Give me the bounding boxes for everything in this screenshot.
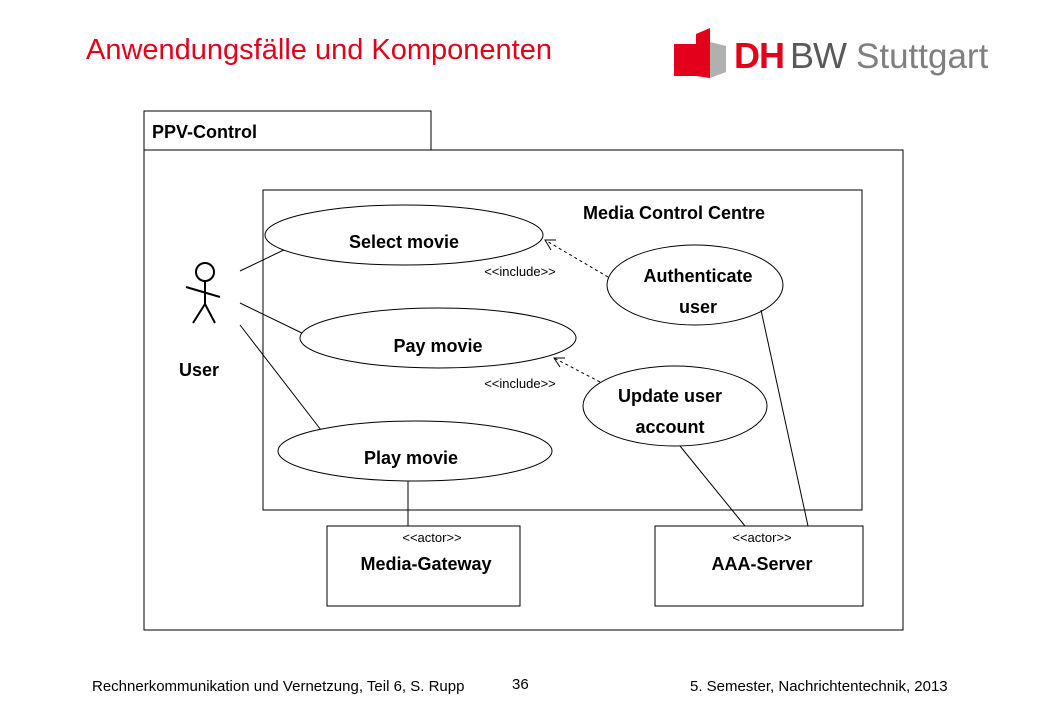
include-label-1: <<include>> bbox=[484, 264, 556, 279]
usecase-play-movie bbox=[277, 420, 553, 482]
subsystem-label: Media Control Centre bbox=[583, 203, 765, 223]
include-arrowhead-2 bbox=[553, 357, 565, 368]
assoc-user-select bbox=[239, 246, 291, 272]
include-arrowhead-1 bbox=[544, 239, 556, 251]
usecase-authenticate-label-line1: Authenticate bbox=[643, 266, 752, 286]
footer-page-number: 36 bbox=[512, 676, 529, 693]
usecase-pay-movie-label: Pay movie bbox=[393, 336, 482, 356]
subsystem-boundary bbox=[262, 189, 863, 511]
actor-media-gateway bbox=[326, 525, 521, 607]
dhbw-logo: DH BW Stuttgart bbox=[672, 28, 992, 84]
page-title: Anwendungsfälle und Komponenten bbox=[86, 34, 552, 66]
usecase-authenticate-user bbox=[606, 244, 784, 326]
usecase-play-movie-label: Play movie bbox=[364, 448, 458, 468]
assoc-update-aaa bbox=[679, 445, 746, 527]
assoc-user-play bbox=[239, 324, 322, 431]
usecase-update-label-line2: account bbox=[635, 417, 704, 437]
include-label-2: <<include>> bbox=[484, 376, 556, 391]
logo-text-city: Stuttgart bbox=[856, 37, 989, 76]
system-label: PPV-Control bbox=[152, 122, 257, 142]
system-boundary bbox=[143, 149, 904, 631]
usecase-select-movie-label: Select movie bbox=[349, 232, 459, 252]
include-auth-to-select bbox=[544, 239, 609, 278]
aaa-server-name: AAA-Server bbox=[711, 554, 812, 574]
usecase-update-label-line1: Update user bbox=[618, 386, 722, 406]
usecase-select-movie bbox=[264, 204, 544, 266]
usecase-authenticate-label-line2: user bbox=[679, 297, 717, 317]
actor-user-label: User bbox=[179, 360, 219, 380]
include-update-to-pay bbox=[553, 357, 601, 383]
actor-aaa-server bbox=[654, 525, 864, 607]
assoc-user-pay bbox=[239, 302, 307, 336]
actor-user-icon bbox=[185, 262, 221, 324]
logo-text-bw: BW bbox=[790, 35, 847, 76]
system-tab bbox=[143, 110, 432, 151]
usecase-update-user-account bbox=[582, 365, 768, 447]
assoc-auth-aaa bbox=[760, 309, 809, 527]
logo-text-dh: DH bbox=[734, 35, 785, 76]
footer-course: Rechnerkommunikation und Vernetzung, Tei… bbox=[92, 678, 465, 695]
aaa-server-stereotype: <<actor>> bbox=[732, 530, 791, 545]
usecase-pay-movie bbox=[299, 307, 577, 369]
media-gateway-stereotype: <<actor>> bbox=[402, 530, 461, 545]
footer-semester: 5. Semester, Nachrichtentechnik, 2013 bbox=[690, 678, 948, 695]
media-gateway-name: Media-Gateway bbox=[360, 554, 491, 574]
dhbw-logo-mark bbox=[674, 28, 726, 78]
